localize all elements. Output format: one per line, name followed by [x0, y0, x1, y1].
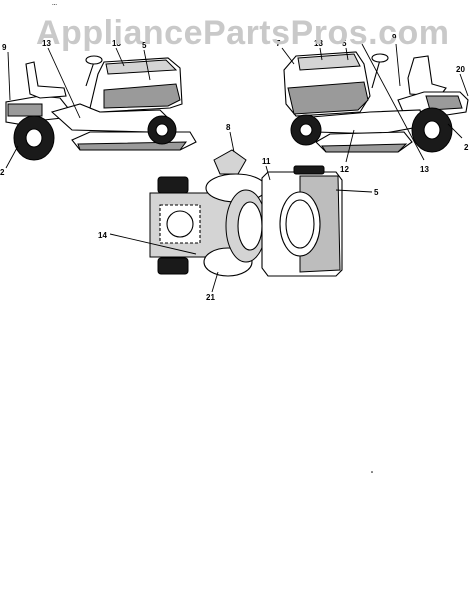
right-hood-top: [297, 53, 361, 71]
top-label-5: 5: [374, 188, 379, 197]
top-leader-8: [229, 131, 235, 153]
left-seat: [25, 61, 67, 99]
left-label-5: 5: [142, 41, 147, 50]
top-leader-21: [211, 271, 219, 293]
top-view-tractor: 8 11 5 14 21: [98, 123, 379, 302]
left-label-13b: 13: [112, 39, 121, 48]
top-label-11: 11: [262, 157, 271, 166]
right-fender-shade: [425, 95, 463, 111]
left-label-9: 9: [2, 43, 7, 52]
left-fender-shade: [7, 103, 43, 117]
right-label-5: 5: [342, 39, 347, 48]
top-label-14: 14: [98, 231, 107, 240]
right-deck-shade: [321, 143, 408, 153]
right-label-9: 9: [392, 33, 397, 42]
top-leader-14: [109, 233, 197, 255]
right-leader-12: [345, 129, 355, 163]
top-leader-5: [335, 189, 373, 193]
left-leader-2: [5, 145, 19, 169]
right-label-13b: 13: [420, 165, 429, 174]
left-side-view-tractor: 9 13 13 5 2: [0, 39, 197, 177]
top-rear-wheel-lower: [157, 257, 189, 275]
right-leader-5: [345, 47, 349, 61]
top-rear-wheel-upper: [157, 176, 189, 194]
left-deck-shade: [77, 141, 188, 151]
stray-mark: [371, 471, 373, 473]
top-label-21: 21: [206, 293, 215, 302]
watermark-logo: AppliancePartsPros.com: [36, 14, 450, 52]
left-hood-shade: [103, 83, 181, 109]
right-leader-13b: [361, 43, 425, 161]
top-leader-11: [265, 165, 271, 181]
right-leader-7: [281, 47, 295, 65]
right-leader-20: [459, 73, 469, 97]
left-leader-13b: [115, 47, 125, 67]
right-hood-shade: [287, 81, 369, 115]
right-label-12: 12: [340, 165, 349, 174]
left-leader-9: [7, 51, 11, 101]
left-steering-wheel: [85, 55, 103, 65]
right-steering-column: [371, 59, 381, 89]
right-side-view-tractor: 7 13 5 9 20 12 13 2: [276, 33, 469, 174]
right-leader-13: [319, 47, 323, 61]
right-label-2: 2: [464, 143, 469, 152]
left-label-13a: 13: [42, 39, 51, 48]
right-leader-9: [395, 43, 401, 87]
right-seat: [407, 55, 447, 97]
right-steering-wheel: [371, 53, 389, 63]
left-label-2: 2: [0, 168, 5, 177]
top-hood-oval-inner: [285, 199, 315, 249]
top-mid-oval: [237, 201, 263, 251]
top-seat-circle: [166, 210, 194, 238]
top-chute: [213, 149, 247, 175]
top-front-wheel-upper: [293, 165, 325, 175]
right-rear-hub: [423, 120, 441, 140]
right-label-13: 13: [314, 39, 323, 48]
right-leader-2: [447, 123, 463, 139]
left-leader-13a: [47, 47, 81, 119]
right-front-hub: [299, 123, 313, 137]
right-label-7: 7: [276, 39, 281, 48]
left-leader-5: [143, 49, 151, 81]
left-steering-column: [85, 61, 95, 87]
left-front-hub: [155, 123, 169, 137]
header-fragment: ...: [52, 1, 57, 7]
top-label-8: 8: [226, 123, 231, 132]
left-rear-hub: [25, 128, 43, 148]
left-frame: [50, 103, 169, 133]
right-label-20: 20: [456, 65, 465, 74]
